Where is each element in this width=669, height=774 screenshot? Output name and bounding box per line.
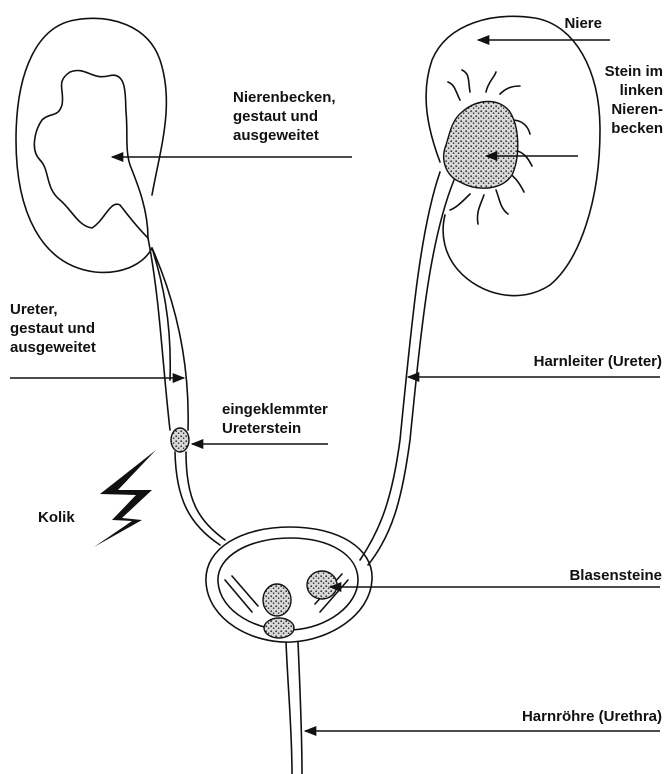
urethra xyxy=(286,642,302,774)
label-blasensteine: Blasensteine xyxy=(520,566,662,585)
label-ureter-gestaut: Ureter, gestaut und ausgeweitet xyxy=(10,300,96,357)
ureter-stone xyxy=(171,428,189,452)
label-ureter-line-3: ausgeweitet xyxy=(10,338,96,357)
label-nierenbecken-line-3: ausgeweitet xyxy=(233,126,336,145)
label-nierenbecken-line-2: gestaut und xyxy=(233,107,336,126)
label-ureterstein-line-2: Ureterstein xyxy=(222,419,328,438)
label-stein-line-2: linken xyxy=(575,81,663,100)
bladder-stone-1 xyxy=(263,584,291,616)
label-stein-im-linken-nierenbecken: Stein im linken Nieren- becken xyxy=(575,62,663,138)
label-harnleiter: Harnleiter (Ureter) xyxy=(480,352,662,371)
colic-lightning-icon xyxy=(94,450,156,547)
label-stein-line-4: becken xyxy=(575,119,663,138)
renal-pelvis-dilated xyxy=(34,70,148,238)
label-stein-line-1: Stein im xyxy=(575,62,663,81)
ureter-right xyxy=(360,172,440,560)
label-harnroehre-text: Harnröhre (Urethra) xyxy=(470,707,662,726)
label-eingeklemmter-ureterstein: eingeklemmter Ureterstein xyxy=(222,400,328,438)
label-ureterstein-line-1: eingeklemmter xyxy=(222,400,328,419)
label-blasensteine-text: Blasensteine xyxy=(520,566,662,585)
label-niere-text: Niere xyxy=(540,14,602,33)
bladder-stone-3 xyxy=(264,618,294,638)
label-niere: Niere xyxy=(540,14,602,33)
renal-pelvis-stone xyxy=(444,102,518,189)
label-ureter-line-1: Ureter, xyxy=(10,300,96,319)
label-kolik-text: Kolik xyxy=(38,508,75,527)
label-ureter-line-2: gestaut und xyxy=(10,319,96,338)
bladder-stone-2 xyxy=(307,571,337,599)
label-harnleiter-text: Harnleiter (Ureter) xyxy=(480,352,662,371)
label-nierenbecken-line-1: Nierenbecken, xyxy=(233,88,336,107)
label-kolik: Kolik xyxy=(38,508,75,527)
label-stein-line-3: Nieren- xyxy=(575,100,663,119)
label-harnroehre: Harnröhre (Urethra) xyxy=(470,707,662,726)
label-nierenbecken-gestaut: Nierenbecken, gestaut und ausgeweitet xyxy=(233,88,336,145)
